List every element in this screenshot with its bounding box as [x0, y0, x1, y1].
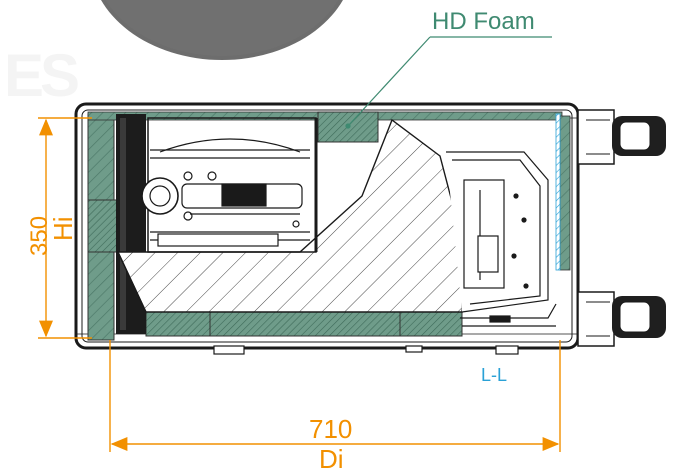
section-label: L-L	[481, 365, 508, 385]
foam-bottom-strip	[145, 311, 463, 337]
hd-foam-label: HD Foam	[432, 8, 535, 35]
watermark: E S	[4, 42, 80, 109]
svg-text:S: S	[40, 42, 80, 109]
height-dimension	[38, 117, 92, 339]
wheel-bottom	[577, 291, 666, 347]
wheel-top	[577, 109, 666, 165]
right-equipment	[446, 151, 557, 327]
left-dark-panel-inner	[120, 118, 126, 330]
width-value-label: 710	[309, 414, 353, 444]
width-dimension	[109, 340, 561, 452]
foam-right-wall	[555, 113, 571, 271]
device-compartment	[141, 117, 318, 253]
foam-left-wall	[87, 113, 133, 341]
svg-text:E: E	[4, 42, 44, 109]
grey-disc	[101, 0, 343, 60]
width-symbol-label: Di	[319, 444, 344, 474]
main-foam-insert	[116, 118, 463, 313]
case-feet	[213, 345, 519, 355]
foam-leader-line	[345, 36, 552, 129]
height-symbol-label: Hi	[48, 216, 78, 241]
